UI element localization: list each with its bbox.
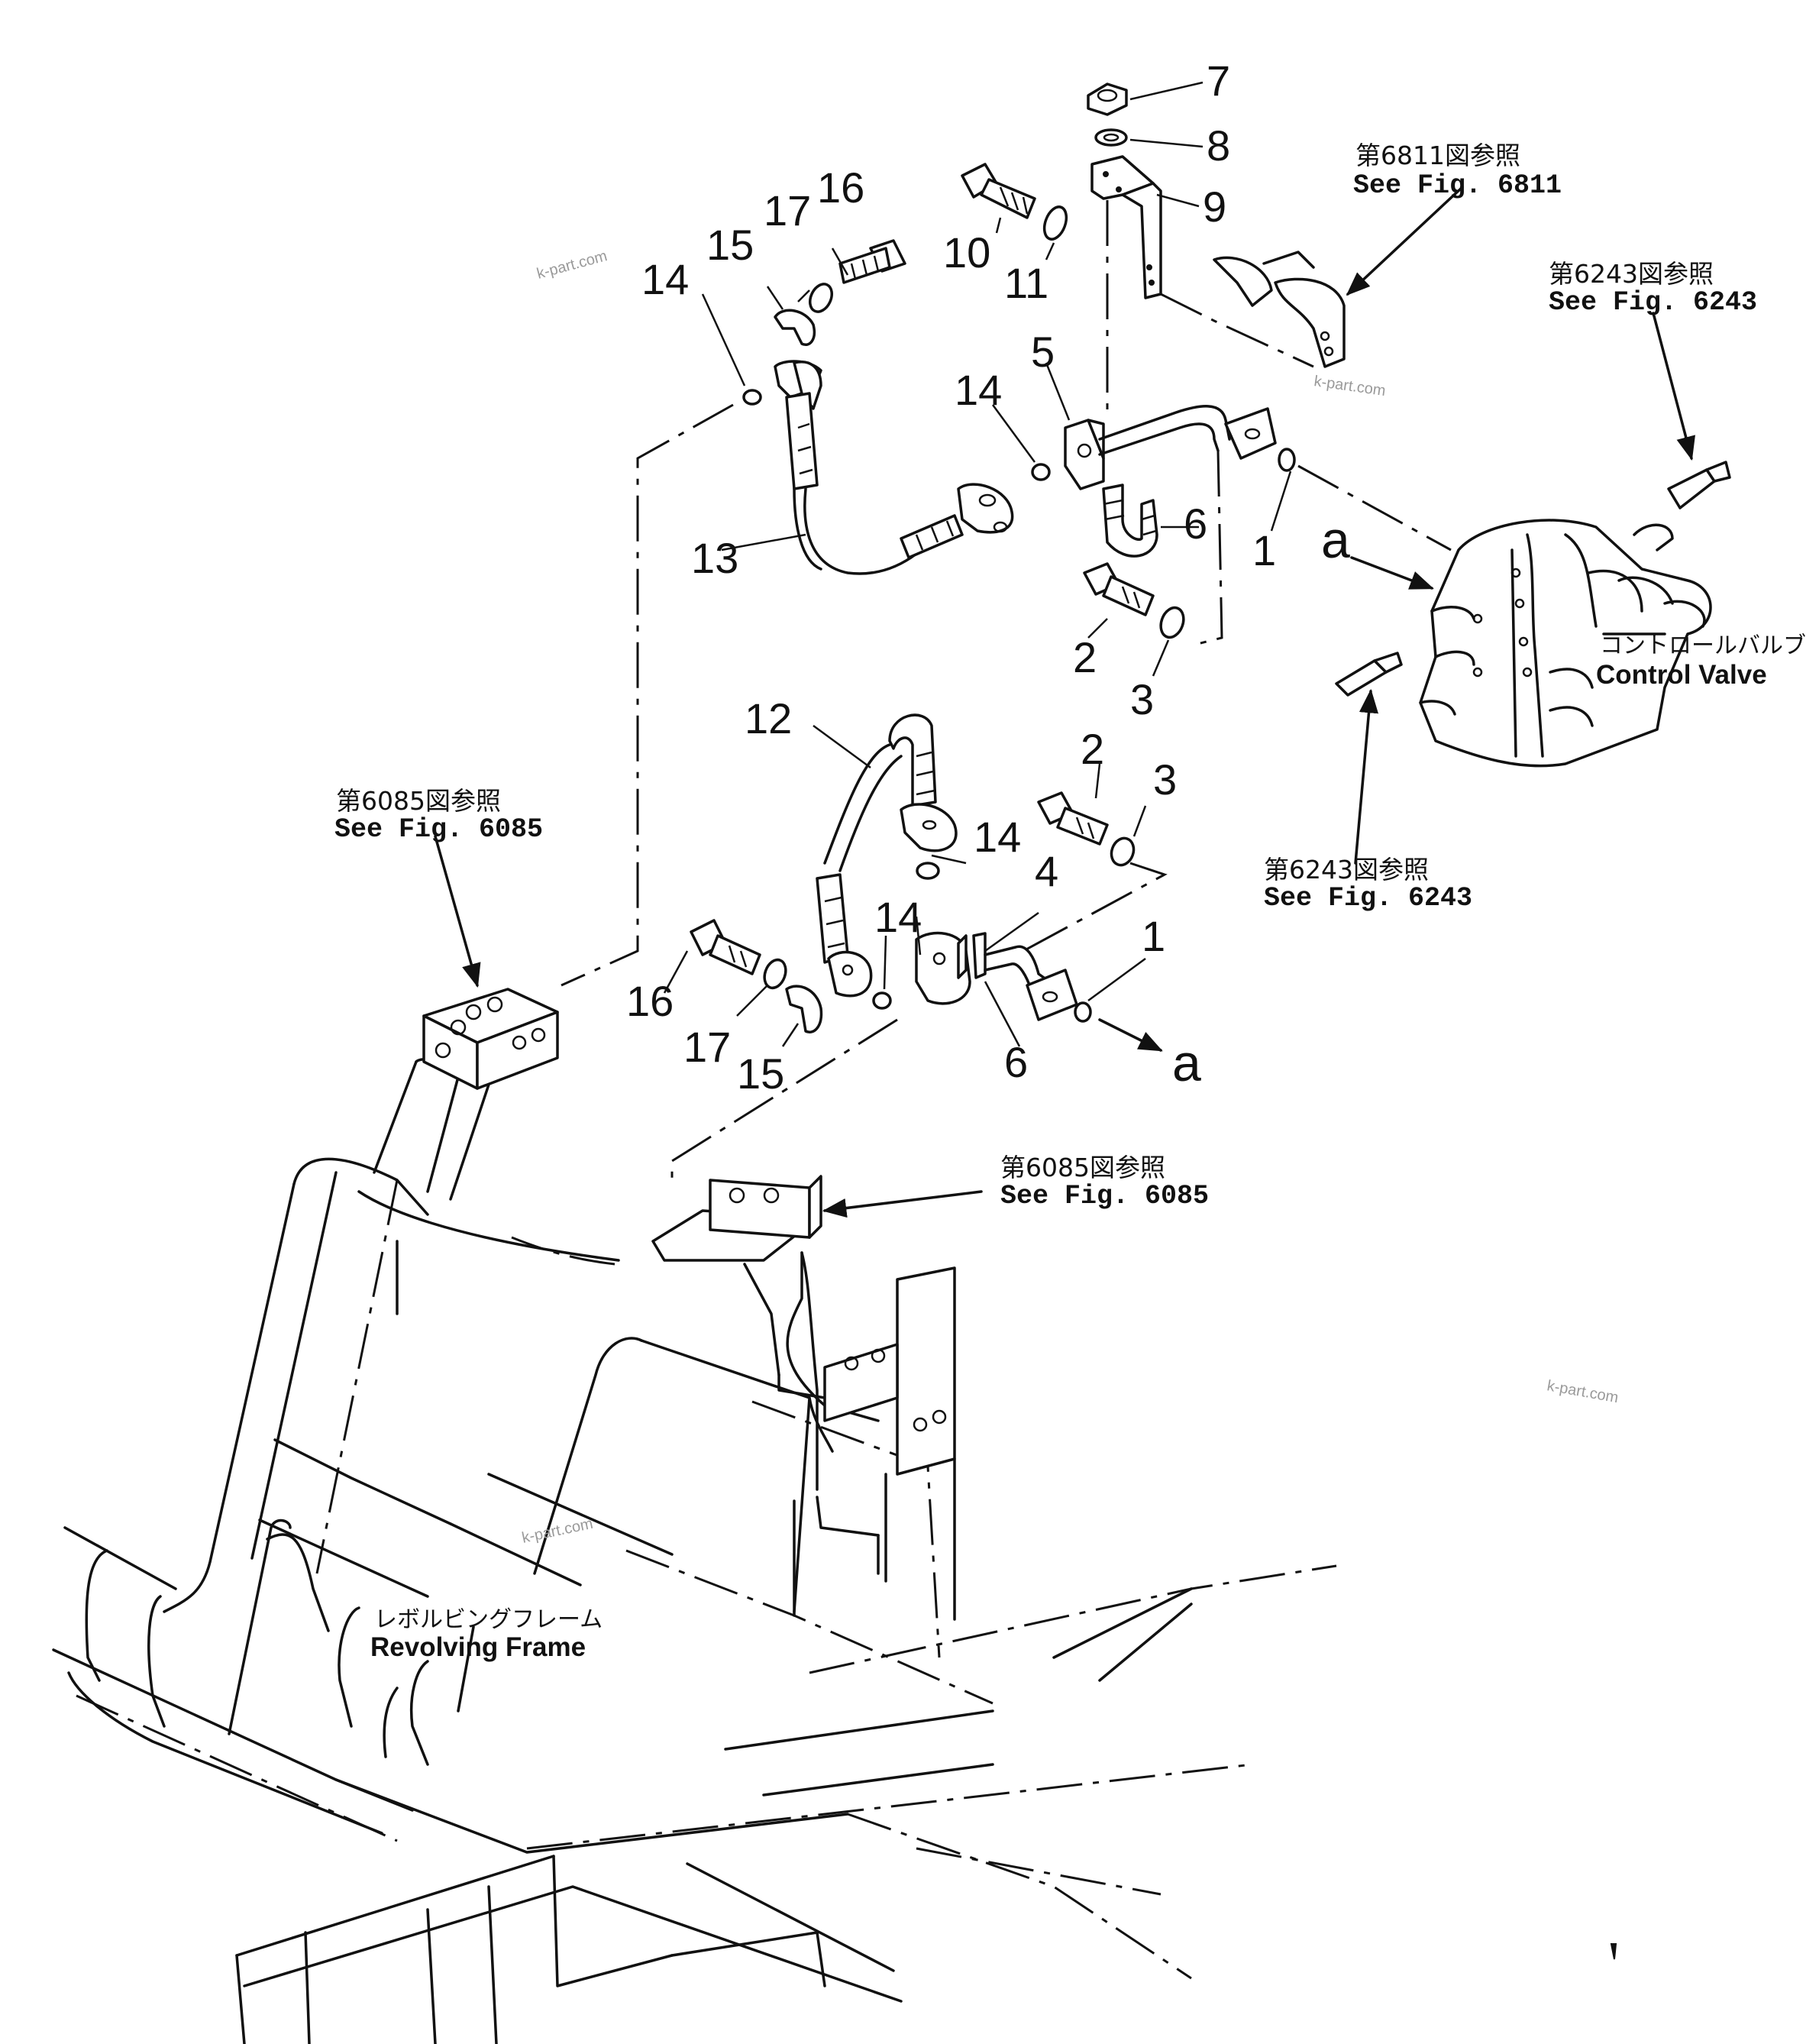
stray-ink-mark: [1610, 1943, 1617, 1960]
part-num-2-upper: 2: [1073, 633, 1097, 681]
watermark-1: k-part.com: [535, 247, 609, 283]
part-num-7: 7: [1207, 57, 1230, 105]
part-num-6-upper: 6: [1184, 500, 1207, 548]
part-num-16-lower: 16: [626, 977, 674, 1025]
part-num-1-lower: 1: [1142, 912, 1165, 960]
marker-a-top: a: [1321, 511, 1350, 569]
control-valve-drawing: [1419, 519, 1712, 768]
pilot-plug-bottom: [1335, 652, 1403, 697]
marker-a-bottom: a: [1172, 1034, 1201, 1092]
part-num-11: 11: [1004, 259, 1048, 307]
ref-6085-center-jp: 第6085図参照: [1000, 1153, 1165, 1182]
hose-route-line-upper: [561, 403, 734, 987]
ref-6243-top-jp: 第6243図参照: [1549, 259, 1714, 289]
ref-6085-center-en: See Fig. 6085: [1000, 1181, 1209, 1211]
revolving-frame-drawing: [52, 1058, 1337, 2044]
ref-6085-left-en: See Fig. 6085: [334, 814, 543, 845]
part-num-6-lower: 6: [1004, 1038, 1028, 1086]
watermark-3: k-part.com: [1546, 1377, 1620, 1406]
revolving-frame-label-jp: レボルビングフレーム: [374, 1606, 603, 1633]
part-num-16-upper: 16: [817, 163, 864, 212]
part-num-10: 10: [943, 228, 990, 277]
part-num-3-lower: 3: [1153, 755, 1177, 804]
hose-route-line-lower: [511, 1236, 615, 1266]
part-number-labels: 7 8 9 10 11 16 17 15 14 5 14 6 1 13 2 3 …: [626, 57, 1276, 1098]
ref-6243-bottom-jp: 第6243図参照: [1264, 855, 1429, 885]
upper-hose-assembly: [742, 239, 1014, 575]
part-num-14-upper: 14: [641, 255, 689, 303]
ref-6811-en: See Fig. 6811: [1353, 170, 1562, 201]
watermark-4: k-part.com: [520, 1515, 594, 1547]
part-num-15-upper: 15: [706, 221, 754, 269]
component-labels: コントロールバルブ Control Valve レボルビングフレーム Revol…: [370, 632, 1806, 1662]
ref-6085-left-jp: 第6085図参照: [336, 786, 501, 816]
part-num-14-mid: 14: [974, 813, 1021, 861]
tube-5: [1031, 405, 1452, 647]
ref-6811-jp: 第6811図参照: [1355, 141, 1520, 170]
part-num-13: 13: [691, 534, 738, 582]
part-num-4: 4: [1035, 847, 1058, 895]
pilot-plug-top: [1667, 461, 1731, 509]
left-manifold-block: [422, 988, 559, 1090]
revolving-frame-label-en: Revolving Frame: [370, 1632, 586, 1662]
part-num-2-lower: 2: [1081, 725, 1104, 773]
part-num-17-lower: 17: [683, 1023, 731, 1071]
watermark-2: k-part.com: [1313, 373, 1387, 399]
ref-6243-bottom-en: See Fig. 6243: [1264, 883, 1472, 914]
part-num-1-upper: 1: [1252, 526, 1276, 574]
part-num-15-lower: 15: [737, 1049, 784, 1098]
lower-hose-assembly: [670, 713, 1168, 1184]
control-valve-label-en: Control Valve: [1596, 660, 1767, 690]
part-num-3-upper: 3: [1130, 675, 1154, 723]
leader-lines: [663, 81, 1292, 1047]
part-num-8: 8: [1207, 121, 1230, 170]
part-num-17-upper: 17: [764, 186, 811, 234]
reference-arrows: [434, 186, 1695, 1218]
part-num-14-lower: 14: [874, 893, 922, 941]
figure-references: 第6811図参照 See Fig. 6811 第6243図参照 See Fig.…: [334, 141, 1757, 1211]
top-hardware-group: [961, 82, 1346, 412]
part-num-5: 5: [1031, 328, 1055, 376]
part-num-12: 12: [745, 694, 792, 742]
connection-markers: a a: [1172, 511, 1350, 1092]
part-num-9: 9: [1203, 183, 1226, 231]
control-valve-label-jp: コントロールバルブ: [1600, 632, 1806, 659]
ref-6243-top-en: See Fig. 6243: [1549, 287, 1757, 318]
part-num-14-tube: 14: [955, 366, 1002, 414]
center-mount-bracket: [651, 1175, 956, 1621]
